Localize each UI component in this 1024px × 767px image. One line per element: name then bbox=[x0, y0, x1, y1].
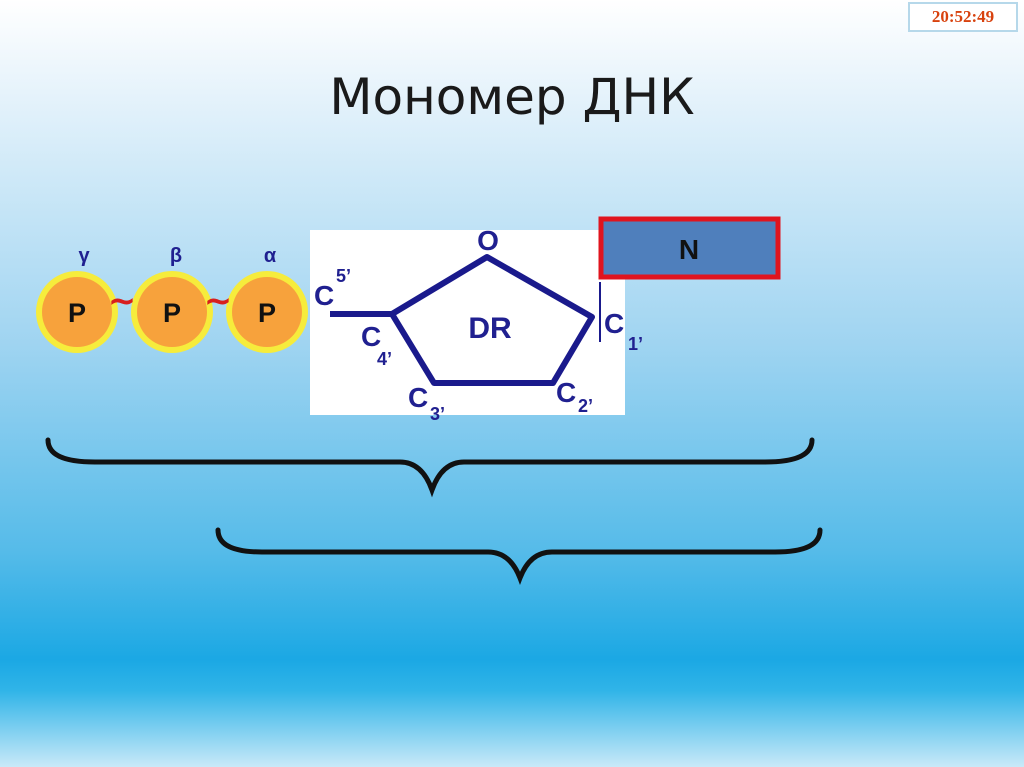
c1-label: C bbox=[604, 308, 624, 339]
phosphate-beta: P bbox=[131, 271, 213, 353]
deoxyribose-label: DR bbox=[468, 312, 512, 345]
c1-subscript: 1’ bbox=[628, 334, 643, 354]
greek-alpha: α bbox=[264, 245, 277, 267]
phosphate-alpha: P bbox=[226, 271, 308, 353]
c5-subscript: 5’ bbox=[336, 266, 351, 286]
phosphate-gamma: P bbox=[36, 271, 118, 353]
phosphate-label: P bbox=[163, 298, 181, 328]
sugar-ring bbox=[389, 254, 595, 386]
greek-gamma: γ bbox=[78, 245, 90, 267]
clock-display: 20:52:49 bbox=[908, 2, 1018, 32]
oxygen-label: O bbox=[477, 225, 499, 256]
high-energy-bond: ~ bbox=[108, 281, 137, 321]
phosphate-label: P bbox=[68, 298, 86, 328]
curly-brace-large bbox=[45, 437, 815, 498]
c2-label: C bbox=[556, 377, 576, 408]
c2-subscript: 2’ bbox=[578, 396, 593, 416]
greek-beta: β bbox=[170, 245, 182, 267]
high-energy-bond: ~ bbox=[204, 281, 233, 321]
nitrogenous-base-box bbox=[598, 216, 781, 280]
c5-label: C bbox=[314, 280, 334, 311]
c3-label: C bbox=[408, 382, 428, 413]
c4-subscript: 4’ bbox=[377, 349, 392, 369]
curly-brace-small bbox=[215, 527, 823, 585]
c4-label: C bbox=[361, 321, 381, 352]
base-label: N bbox=[679, 234, 699, 265]
phosphate-label: P bbox=[258, 298, 276, 328]
slide-title: Мономер ДНК bbox=[329, 68, 695, 126]
c3-subscript: 3’ bbox=[430, 404, 445, 424]
